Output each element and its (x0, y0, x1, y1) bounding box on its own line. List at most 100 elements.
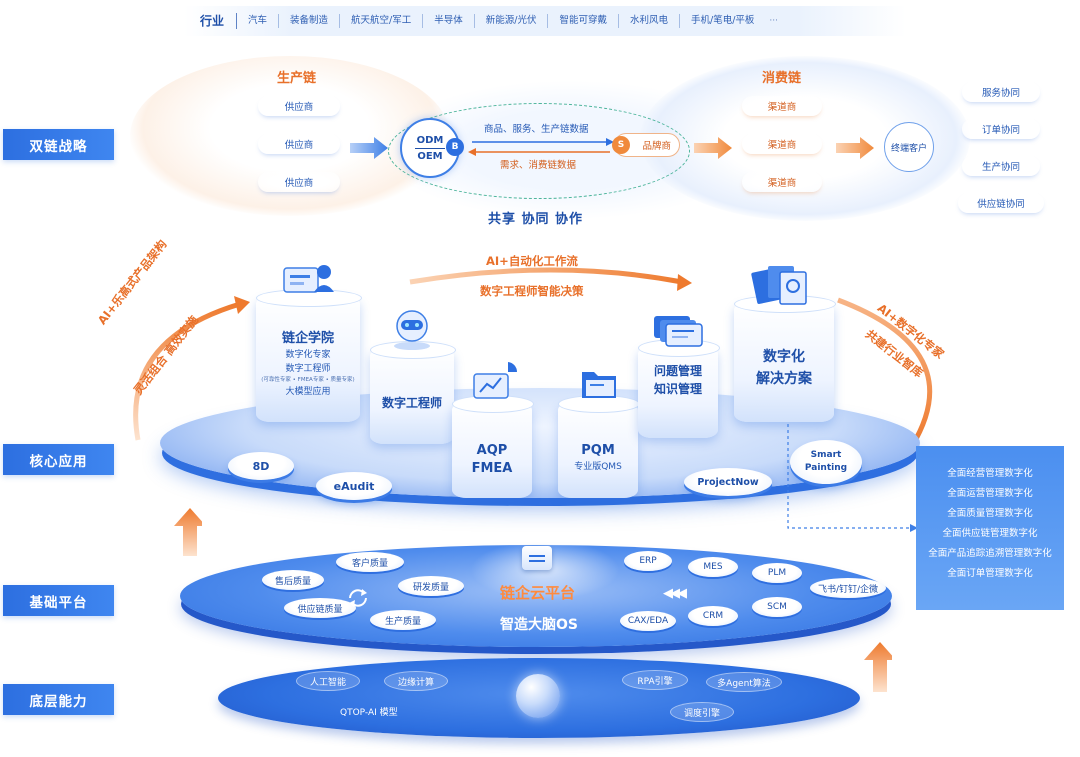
academy-line2: 数字工程师 (285, 364, 331, 374)
channel-pill: 渠道商 (742, 134, 822, 154)
row-label-core: 核心应用 (3, 444, 114, 475)
app-problem-knowledge[interactable]: 问题管理 知识管理 (638, 339, 720, 438)
quality-pill[interactable]: 供应链质量 (284, 598, 356, 618)
row-label-bottom: 底层能力 (3, 684, 114, 715)
industry-item[interactable]: 水利风电 (619, 14, 680, 28)
digital-engineer-title: 数字工程师 (381, 396, 442, 410)
platform-cloud-icon (522, 546, 552, 570)
industry-item[interactable]: 半导体 (423, 14, 475, 28)
solution-line1: 数字化 (763, 349, 805, 365)
production-chain-title: 生产链 (277, 71, 317, 86)
system-pill[interactable]: PLM (752, 563, 802, 583)
capability-pill[interactable]: 人工智能 (296, 671, 360, 691)
industry-item[interactable]: 航天航空/军工 (340, 14, 424, 28)
industry-bar: 行业 汽车 装备制造 航天航空/军工 半导体 新能源/光伏 智能可穿戴 水利风电… (184, 6, 906, 36)
capability-pill[interactable]: 调度引擎 (670, 702, 734, 722)
digital-item: 全面订单管理数字化 (947, 568, 1033, 579)
industry-item[interactable]: 汽车 (237, 14, 280, 28)
quality-pill[interactable]: 生产质量 (370, 610, 436, 630)
quality-pill[interactable]: 客户质量 (336, 552, 404, 572)
consumer-chain-title: 消费链 (762, 71, 802, 86)
chevrons-left-icon: ◀◀◀ (663, 586, 687, 601)
arc-top-line1: AI+自动化工作流 (486, 254, 578, 268)
flow-arrows (468, 138, 614, 156)
folder-icon (582, 372, 616, 398)
badge-b: B (446, 138, 464, 156)
up-arrow-left (174, 508, 202, 556)
channel-pill: 渠道商 (742, 96, 822, 116)
digital-item: 全面经营管理数字化 (947, 468, 1033, 479)
brand-to-channel-arrow (694, 137, 732, 159)
platform-title: 链企云平台 (500, 584, 576, 602)
solution-connector (787, 424, 918, 532)
supplier-to-odm-arrow (350, 137, 388, 159)
fmea-title: FMEA (471, 461, 513, 476)
collab-pill: 生产协同 (962, 156, 1040, 176)
quality-pill[interactable]: 研发质量 (398, 576, 464, 596)
problem-title: 问题管理 (653, 364, 702, 378)
badge-s: S (612, 136, 630, 154)
robot-head-icon (394, 310, 430, 350)
digitalization-list: 全面经营管理数字化 全面运营管理数字化 全面质量管理数字化 全面供应链管理数字化… (916, 446, 1064, 610)
supplier-pill: 供应商 (258, 96, 340, 116)
app-pqm[interactable]: PQM 专业版QMS (558, 395, 640, 498)
digital-item: 全面产品追踪追溯管理数字化 (928, 548, 1052, 559)
supplier-pill: 供应商 (258, 172, 340, 192)
end-customer-node: 终端客户 (884, 122, 934, 172)
pqm-subtitle: 专业版QMS (574, 462, 622, 472)
industry-item[interactable]: 智能可穿戴 (548, 14, 619, 28)
collab-pill: 服务协同 (962, 82, 1040, 102)
flow-text-top: 商品、服务、生产链数据 (484, 124, 589, 135)
system-pill[interactable]: ERP (624, 551, 672, 571)
industry-item[interactable]: 装备制造 (279, 14, 341, 28)
quality-pill[interactable]: 售后质量 (262, 570, 324, 590)
documents-icon (751, 266, 807, 305)
channel-pill: 渠道商 (742, 172, 822, 192)
system-pill[interactable]: CRM (688, 606, 738, 626)
app-academy[interactable]: 链企学院 数字化专家 数字工程师 (可靠性专家 • FMEA专家 • 质量专家)… (256, 289, 362, 422)
flow-text-bottom: 需求、消费链数据 (500, 160, 577, 171)
capability-pill[interactable]: 多Agent算法 (706, 672, 782, 692)
share-collaborate-text: 共享 协同 协作 (488, 212, 584, 227)
painting-label: Painting (804, 463, 848, 473)
collab-pill: 供应链协同 (958, 193, 1044, 213)
database-files-icon (654, 316, 703, 347)
capability-pill[interactable]: 边缘计算 (384, 671, 448, 691)
capability-pill[interactable]: RPA引擎 (622, 670, 688, 690)
app-digital-engineer[interactable]: 数字工程师 (370, 341, 456, 444)
system-pill[interactable]: SCM (752, 597, 802, 617)
app-aqp-fmea[interactable]: AQP FMEA (452, 395, 534, 498)
digital-item: 全面运营管理数字化 (947, 488, 1033, 499)
collaboration-oval (388, 103, 690, 199)
knowledge-title: 知识管理 (653, 382, 702, 396)
industry-item[interactable]: 手机/笔电/平板 (691, 15, 755, 26)
academy-title: 链企学院 (281, 331, 334, 346)
app-projectnow[interactable]: ProjectNow (684, 468, 772, 496)
industry-item[interactable]: 新能源/光伏 (475, 14, 549, 28)
aqp-title: AQP (476, 443, 508, 458)
academy-icon (283, 265, 334, 293)
odm-label: ODM (416, 134, 444, 146)
app-digital-solution[interactable]: 数字化 解决方案 (734, 295, 836, 422)
collab-pill: 订单协同 (962, 119, 1040, 139)
platform-subtitle: 智造大脑OS (500, 617, 578, 633)
oem-label: OEM (417, 150, 443, 162)
cycle-icon (349, 589, 367, 607)
app-8d[interactable]: 8D (228, 452, 294, 480)
app-eaudit[interactable]: eAudit (316, 472, 392, 500)
system-pill[interactable]: CAX/EDA (620, 611, 676, 631)
ai-sphere-icon (516, 674, 560, 718)
system-pill[interactable]: MES (688, 557, 738, 577)
capability-text[interactable]: QTOP-AI 模型 (340, 708, 398, 718)
app-smart-painting[interactable]: Smart Painting (790, 440, 862, 484)
academy-tiny: (可靠性专家 • FMEA专家 • 质量专家) (261, 377, 355, 383)
system-pill[interactable]: 飞书/钉钉/企微 (810, 578, 886, 598)
industry-title: 行业 (184, 13, 238, 29)
academy-line3: 大模型应用 (285, 387, 331, 397)
channel-to-customer-arrow (836, 137, 874, 159)
industry-more[interactable]: ··· (769, 16, 778, 26)
smart-label: Smart (810, 450, 842, 460)
row-label-strategy: 双链战略 (3, 129, 114, 160)
arc-top-line2: 数字工程师智能决策 (480, 284, 584, 298)
